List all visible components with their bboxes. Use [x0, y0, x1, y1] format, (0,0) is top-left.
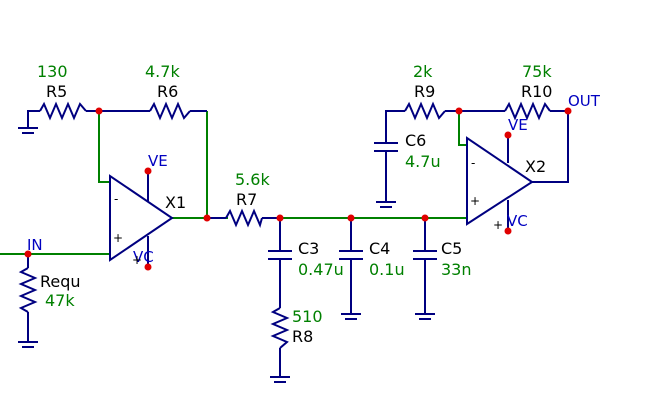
r5-name: R5 [46, 82, 67, 101]
r9-name: R9 [414, 82, 435, 101]
node-r5-r6 [95, 107, 103, 115]
capacitor-c3[interactable] [268, 250, 292, 260]
x2-inverting-sign: - [471, 156, 475, 170]
x1-vc-label: VC [133, 248, 154, 266]
c4-value: 0.1u [369, 260, 405, 279]
c4-name: C4 [369, 239, 390, 258]
opamp-x1[interactable]: - + [109, 174, 174, 262]
resistor-r5[interactable] [39, 101, 87, 121]
ground-icon-c5 [415, 313, 435, 320]
r8-name: R8 [292, 327, 313, 346]
node-r9-r10 [455, 107, 463, 115]
r6-name: R6 [157, 82, 178, 101]
c5-name: C5 [441, 239, 462, 258]
x2-ve-label: VE [508, 116, 528, 134]
x2-noninverting-sign: + [470, 194, 480, 208]
r9-value: 2k [413, 62, 433, 81]
node-x1-out [203, 214, 211, 222]
x2-vc-plus: + [493, 218, 503, 232]
x1-ve-label: VE [148, 152, 168, 170]
ground-icon-r8 [270, 376, 290, 383]
resistor-r10[interactable] [504, 101, 551, 121]
requ-value: 47k [45, 291, 75, 310]
resistor-r7[interactable] [225, 208, 263, 228]
r5-value: 130 [37, 62, 68, 81]
ground-icon-c6 [376, 201, 396, 208]
x2-vc-label: VC [507, 212, 528, 230]
node-c4 [347, 214, 355, 222]
capacitor-c5[interactable] [413, 250, 437, 260]
out-label: OUT [568, 92, 601, 110]
ground-icon-requ [18, 341, 38, 348]
node-x1-ve [144, 167, 152, 175]
c3-name: C3 [298, 239, 319, 258]
x1-noninverting-sign: + [113, 231, 123, 245]
node-in [24, 250, 32, 258]
r7-value: 5.6k [235, 170, 270, 189]
node-x1-vc [144, 263, 152, 271]
x1-inverting-sign: - [114, 192, 118, 206]
node-x2-vc [504, 227, 512, 235]
opamp-x2[interactable]: - + [466, 136, 534, 226]
node-c3 [276, 214, 284, 222]
r10-name: R10 [521, 82, 552, 101]
capacitor-c4[interactable] [339, 250, 363, 260]
x1-inverting-wire [98, 111, 110, 183]
x2-inverting-wire [458, 111, 467, 146]
in-label: IN [27, 236, 43, 254]
x1-name: X1 [165, 193, 186, 212]
c6-name: C6 [405, 131, 426, 150]
c5-value: 33n [441, 260, 472, 279]
resistor-requ[interactable] [18, 267, 38, 313]
node-c5 [421, 214, 429, 222]
c6-value: 4.7u [405, 152, 441, 171]
capacitor-c6[interactable] [374, 142, 398, 152]
r7-name: R7 [236, 190, 257, 209]
requ-name: Requ [40, 272, 81, 291]
signal-wires [0, 111, 467, 255]
c3-value: 0.47u [298, 260, 344, 279]
resistor-r8[interactable] [270, 307, 290, 349]
x2-name: X2 [525, 157, 546, 176]
r6-value: 4.7k [145, 62, 180, 81]
node-x2-ve [504, 131, 512, 139]
ground-icon-c4 [341, 313, 361, 320]
ground-icon-r5 [18, 127, 38, 134]
r8-value: 510 [292, 307, 323, 326]
junction-nodes [24, 107, 572, 271]
resistor-r6[interactable] [149, 101, 191, 121]
r10-value: 75k [522, 62, 552, 81]
node-out [564, 107, 572, 115]
resistor-r9[interactable] [404, 101, 446, 121]
x1-vc-plus: + [132, 253, 142, 267]
